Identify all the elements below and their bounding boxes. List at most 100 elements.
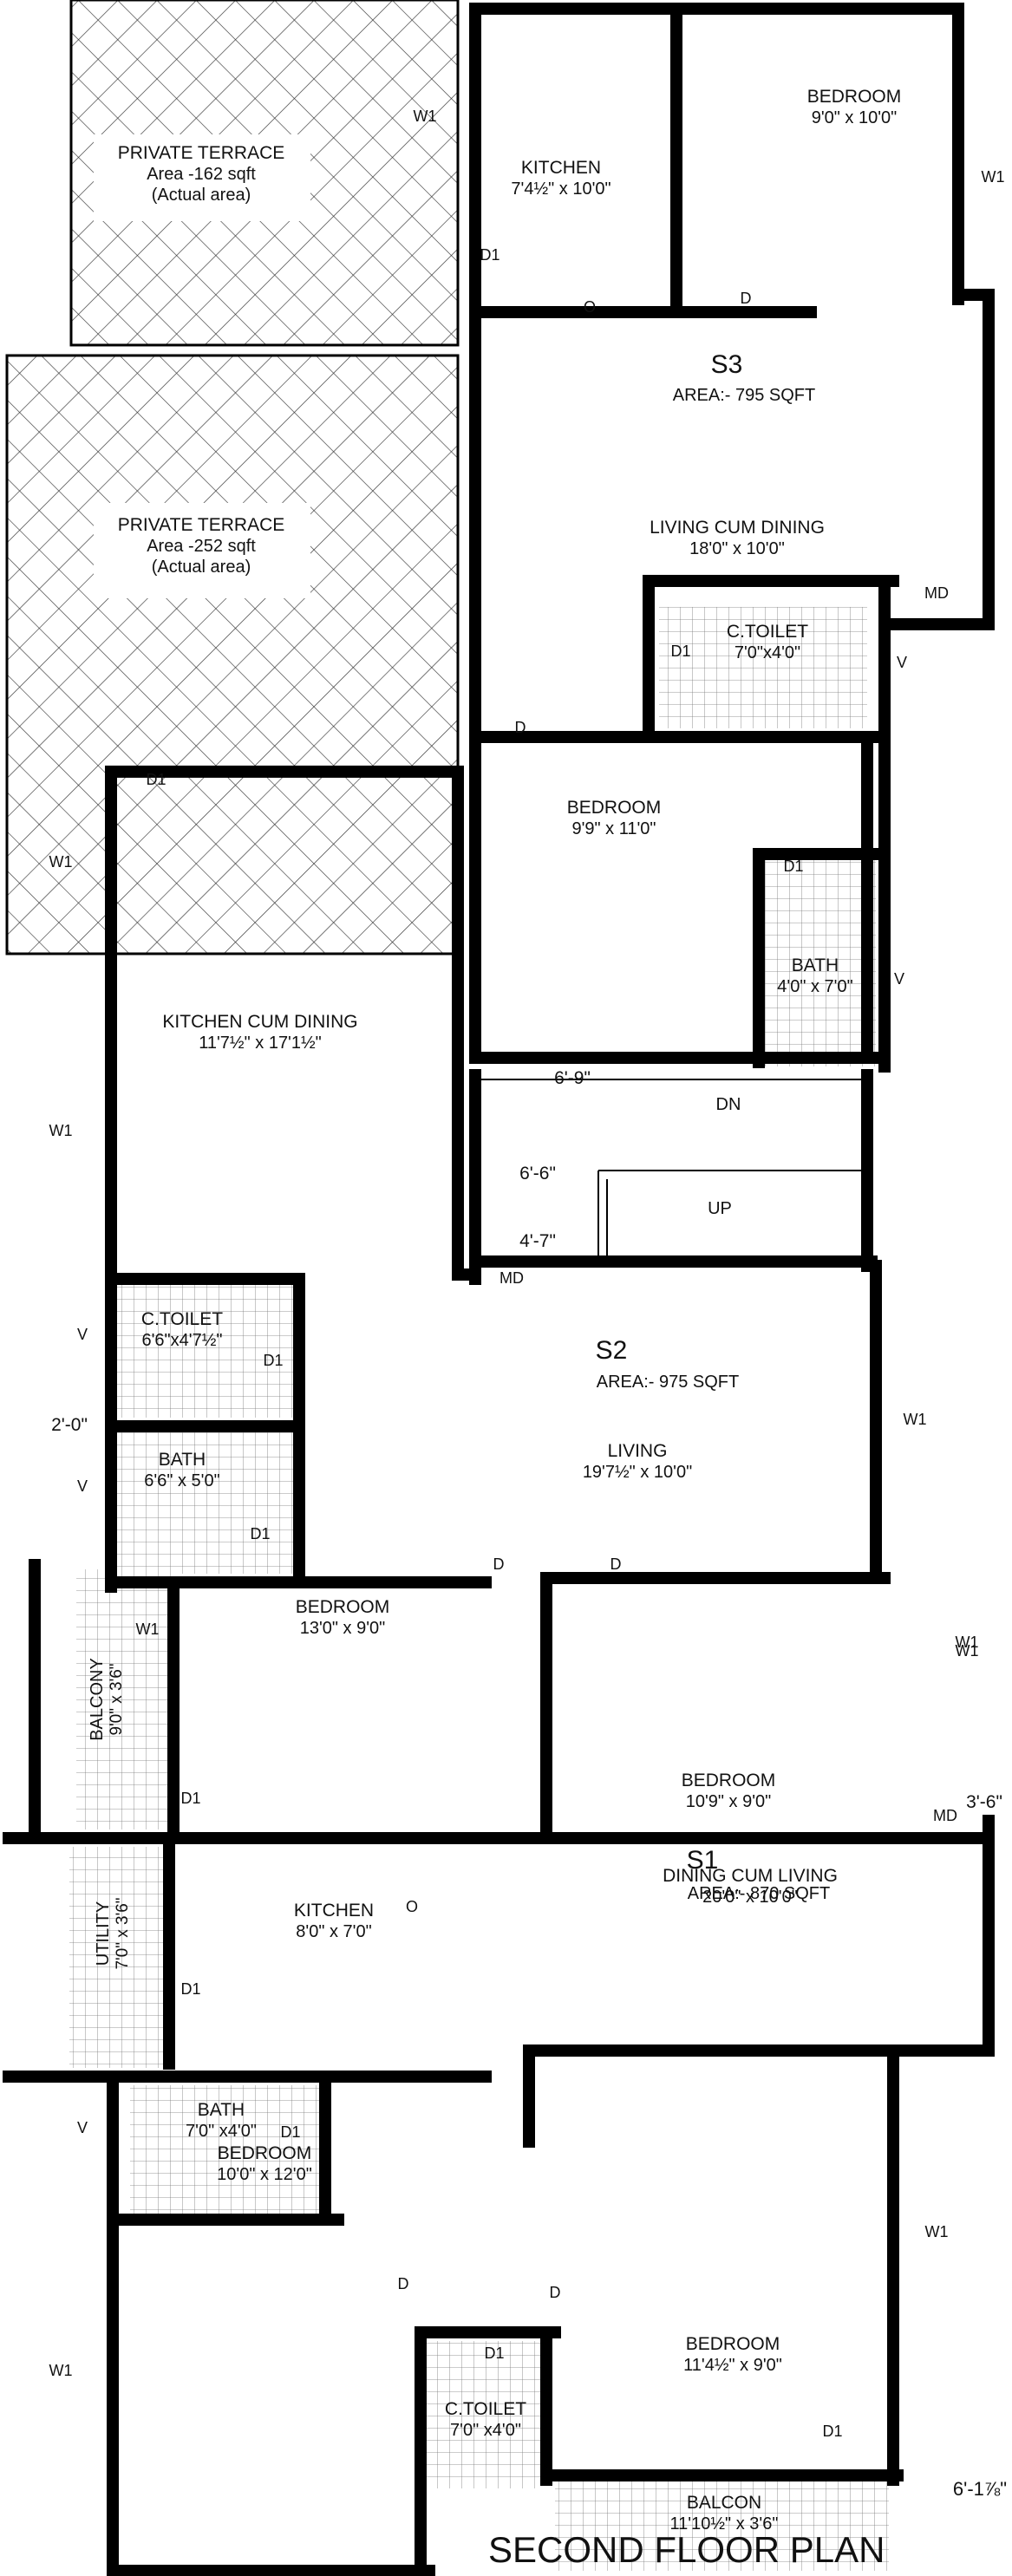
d1-tag-17: D1 (484, 2344, 504, 2362)
dim-bottom-right: 6'-1⅞" (953, 2478, 1007, 2500)
d1-tag-13: D1 (250, 1525, 270, 1542)
s1_kitchen-name: KITCHEN (294, 1901, 374, 1921)
unit-area-s3: AREA:- 795 SQFT (673, 386, 816, 405)
s2_kitchen-size: 11'7½" x 17'1½" (199, 1034, 322, 1053)
s3_bedroom-size: 9'9" x 11'0" (571, 819, 656, 838)
stair-up-label: UP (708, 1199, 732, 1218)
s1-utility-size: 7'0" x 3'6" (114, 1897, 132, 1969)
s2_living-name: LIVING (608, 1441, 668, 1461)
s1_living-name: DINING CUM LIVING (663, 1866, 838, 1886)
d1-tag-14: D1 (180, 1790, 200, 1807)
w1-tag-2: W1 (49, 853, 73, 871)
s3_ctoilet-name: C.TOILET (727, 622, 808, 642)
v-tag-33: V (894, 970, 904, 988)
s3_bedroom-name: BEDROOM (567, 798, 662, 818)
s1_ctoilet-size: 7'0" x4'0" (450, 2421, 521, 2440)
s3_kitchen-size: 7'4½" x 10'0" (511, 179, 610, 199)
s3-ctoilet-floor (659, 607, 867, 728)
s2_ctoilet-size: 6'6"x4'7½" (141, 1331, 222, 1350)
terrace_big-area: Area -252 sqft (147, 537, 256, 556)
d1-tag-16: D1 (280, 2123, 300, 2141)
d-tag-21: D (741, 290, 752, 307)
d1-tag-12: D1 (263, 1352, 283, 1369)
v-tag-32: V (897, 654, 907, 671)
s1_kitchen-size: 8'0" x 7'0" (296, 1922, 371, 1941)
d1-tag-18: D1 (822, 2423, 842, 2440)
s2_bath-size: 6'6" x 5'0" (144, 1471, 219, 1490)
s1_balcon-size: 11'10½" x 3'6" (670, 2514, 779, 2534)
md-tag-31: MD (933, 1807, 957, 1824)
d-tag-23: D (493, 1555, 505, 1573)
w1-tag-7: W1 (925, 2223, 949, 2240)
s3_ctoilet-size: 7'0"x4'0" (735, 643, 800, 662)
w1-tag-6: W1 (49, 2362, 73, 2379)
balcony-name: BALCONY (88, 1658, 107, 1741)
s1_bedroom_r-size: 11'4½" x 9'0" (683, 2356, 782, 2375)
d1-tag-11: D1 (146, 771, 166, 788)
balcony-size: 9'0" x 3'6" (108, 1663, 126, 1735)
terrace_big-note: (Actual area) (152, 558, 251, 577)
s1_living-size: 20'0" x 10'0" (702, 1888, 798, 1907)
unit-area-s2: AREA:- 975 SQFT (597, 1373, 740, 1392)
s2_bedroom_l-size: 13'0" x 9'0" (300, 1619, 386, 1638)
s3_living-size: 18'0" x 10'0" (689, 539, 785, 558)
balcony-floor (76, 1569, 176, 1829)
s2-bath-floor (113, 1431, 299, 1574)
dim-stair-width: 6'-9" (554, 1068, 591, 1088)
s1-utility-name: UTILITY (94, 1901, 113, 1966)
v-tag-34: V (77, 1326, 88, 1343)
unit-id-s3: S3 (711, 350, 743, 379)
unit-id-s2: S2 (596, 1336, 628, 1365)
d-tag-25: D (398, 2275, 409, 2292)
dim-stair-up: 4'-7" (519, 1231, 556, 1251)
plan-title: SECOND FLOOR PLAN (488, 2529, 885, 2570)
s3_bath-name: BATH (792, 955, 839, 975)
s1_bedroom_l-size: 10'0" x 12'0" (217, 2165, 312, 2184)
o-tag-27: O (584, 298, 596, 316)
v-tag-35: V (77, 1477, 88, 1495)
w1-tag-3: W1 (49, 1122, 73, 1139)
balcon-floor (555, 2480, 889, 2571)
s2_bedroom_r-name: BEDROOM (682, 1771, 776, 1790)
staircase (475, 1079, 867, 1262)
terrace_top-name: PRIVATE TERRACE (118, 143, 285, 163)
dim-stair-height: 6'-6" (519, 1164, 556, 1184)
utility-floor (69, 1847, 173, 2068)
w1-tag-9: W1 (956, 1634, 979, 1651)
s3_living-name: LIVING CUM DINING (650, 518, 825, 538)
d-tag-24: D (610, 1555, 622, 1573)
s2_ctoilet-name: C.TOILET (141, 1309, 223, 1329)
stair-down-label: DN (716, 1095, 741, 1114)
s3_kitchen-name: KITCHEN (521, 158, 601, 178)
w1-tag-0: W1 (414, 108, 437, 125)
dim-side-2ft: 2'-0" (51, 1415, 88, 1435)
w1-tag-1: W1 (982, 168, 1005, 186)
unit-id-s1: S1 (687, 1846, 719, 1875)
v-tag-36: V (77, 2119, 88, 2136)
private-terrace-big (5, 354, 460, 955)
w1-tag-4: W1 (136, 1621, 160, 1638)
s1-ctoilet-floor (425, 2341, 546, 2488)
s2_bath-name: BATH (159, 1450, 206, 1470)
s2_bedroom_l-name: BEDROOM (296, 1597, 390, 1617)
d1-tag-15: D1 (180, 1980, 200, 1998)
d1-tag-19: D1 (783, 858, 803, 875)
s2-ctoilet-floor (113, 1283, 299, 1418)
s1_bath-size: 7'0" x4'0" (186, 2122, 257, 2141)
w1-tag-5: W1 (956, 1642, 979, 1660)
s1_bedroom_r-name: BEDROOM (686, 2334, 780, 2354)
d-tag-22: D (515, 719, 526, 736)
terrace_big-name: PRIVATE TERRACE (118, 515, 285, 535)
w1-tag-8: W1 (904, 1411, 927, 1428)
s3_bath-size: 4'0" x 7'0" (777, 977, 852, 996)
md-tag-29: MD (924, 584, 949, 602)
s1_bath-name: BATH (198, 2100, 245, 2120)
terrace_top-area: Area -162 sqft (147, 165, 256, 184)
s2_bedroom_r-size: 10'9" x 9'0" (686, 1792, 772, 1811)
s3_bedroom_top-size: 9'0" x 10'0" (812, 108, 898, 127)
s2_living-size: 19'7½" x 10'0" (583, 1463, 692, 1482)
s3_bedroom_top-name: BEDROOM (807, 87, 902, 107)
o-tag-28: O (406, 1898, 418, 1915)
md-tag-30: MD (499, 1269, 524, 1287)
